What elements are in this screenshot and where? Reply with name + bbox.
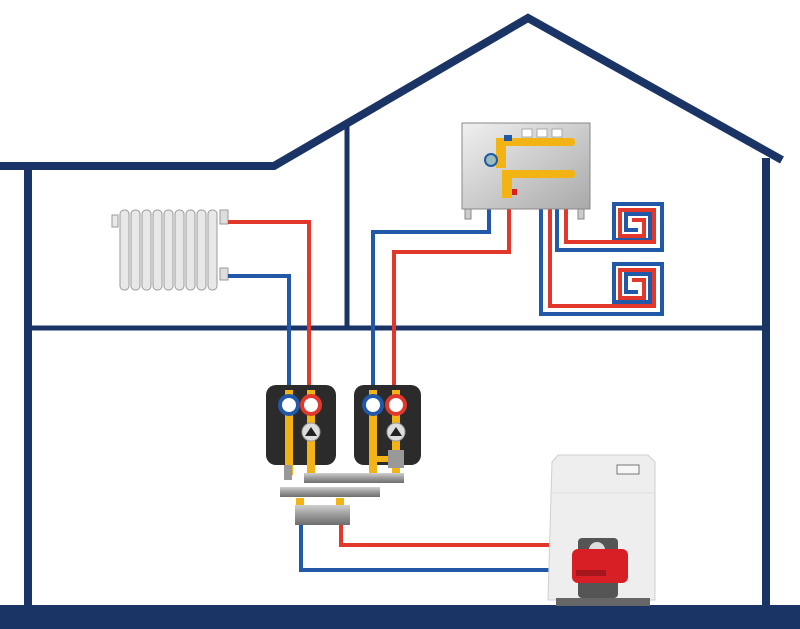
pump-group-1 [266,385,336,475]
ground-line [0,605,800,629]
radiator [111,209,229,291]
boiler-supply-pipe [339,525,550,547]
mixing-valve [388,450,404,468]
thermometer-blue [362,394,384,416]
manifold-return-pipe [371,208,491,392]
distribution-manifold [280,465,404,525]
thermometer-red [385,394,407,416]
boiler-return-pipe [299,525,550,572]
floor-loop-1-supply [564,170,656,244]
burner [572,549,628,583]
floor-loop-2-supply [548,170,656,308]
pump-group-2 [354,385,421,475]
house-outline [0,13,784,610]
manifold-supply-pipe [392,208,511,392]
underfloor-manifold [461,122,591,220]
radiator-return-pipe [228,274,291,392]
pipes [228,148,664,572]
boiler [547,454,656,606]
thermometer-blue [278,394,300,416]
floor-loop-2-return [539,148,664,316]
roof [0,13,784,170]
radiator-supply-pipe [228,220,311,392]
boiler-control-panel [616,464,640,475]
thermometer-red [300,394,322,416]
